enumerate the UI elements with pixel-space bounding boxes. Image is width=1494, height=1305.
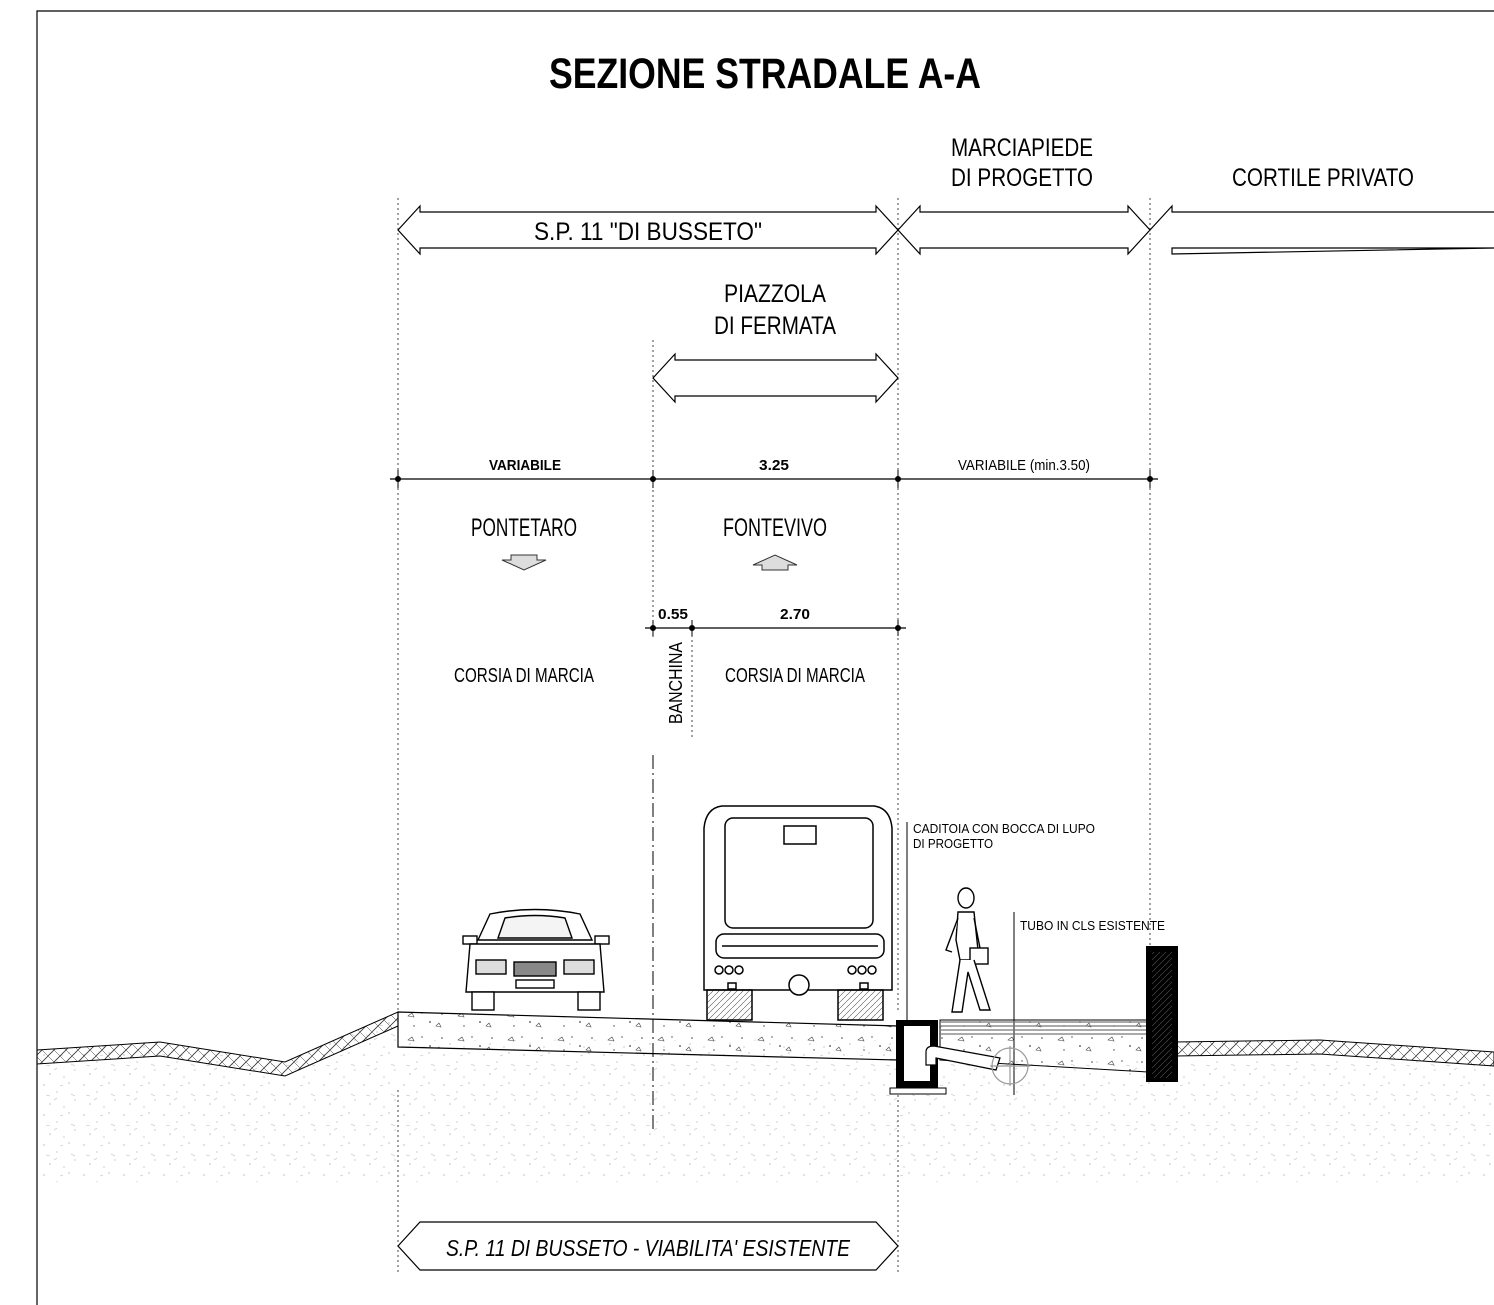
marciapiede-label-2: DI PROGETTO [951, 164, 1093, 192]
sp11-label: S.P. 11 "DI BUSSETO" [534, 218, 762, 246]
bus-icon [703, 805, 893, 1021]
tubo-label: TUBO IN CLS ESISTENTE [1020, 918, 1165, 933]
caditoia-label-2: DI PROGETTO [913, 836, 993, 851]
bottom-arrow [397, 1221, 899, 1271]
reference-lines [397, 198, 1151, 1272]
dim-variabile: VARIABILE [489, 457, 561, 474]
dim-055: 0.55 [658, 606, 688, 623]
zone-arrows [397, 204, 1494, 256]
dim-variabile-min: VARIABILE (min.3.50) [958, 457, 1090, 474]
piazzola-label-2: DI FERMATA [714, 312, 836, 340]
cortile-arrow [1149, 204, 1494, 255]
arrow-up-icon [752, 554, 798, 571]
direction-left-label: PONTETARO [471, 514, 577, 542]
bottom-label: S.P. 11 DI BUSSETO - VIABILITA' ESISTENT… [446, 1235, 851, 1261]
cortile-label: CORTILE PRIVATO [1232, 164, 1414, 192]
lane-right-label: CORSIA DI MARCIA [725, 665, 865, 687]
soil-road [398, 1040, 898, 1182]
secondary-dimension [645, 620, 906, 636]
wall-icon [1146, 946, 1178, 1082]
dim-270: 2.70 [780, 606, 810, 623]
main-dimension [390, 470, 1158, 488]
marciapiede-arrow [897, 204, 1151, 256]
sidewalk-layers [940, 1021, 1148, 1035]
marciapiede-label-1: MARCIAPIEDE [951, 134, 1093, 162]
section-title: SEZIONE STRADALE A-A [549, 50, 981, 98]
drawing-frame [36, 10, 1494, 1305]
arrow-down-icon [501, 554, 547, 571]
pipe-icon [925, 1045, 1030, 1086]
pedestrian-icon [945, 887, 991, 1013]
direction-right-label: FONTEVIVO [723, 514, 827, 542]
soil-right [898, 1060, 1494, 1182]
piazzola-label-1: PIAZZOLA [724, 280, 826, 308]
dim-325: 3.25 [759, 457, 789, 474]
lane-left-label: CORSIA DI MARCIA [454, 665, 594, 687]
piazzola-arrow [652, 352, 899, 404]
banchina-label: BANCHINA [666, 642, 686, 724]
caditoia-label-1: CADITOIA CON BOCCA DI LUPO [913, 821, 1095, 836]
car-icon [462, 908, 610, 1011]
